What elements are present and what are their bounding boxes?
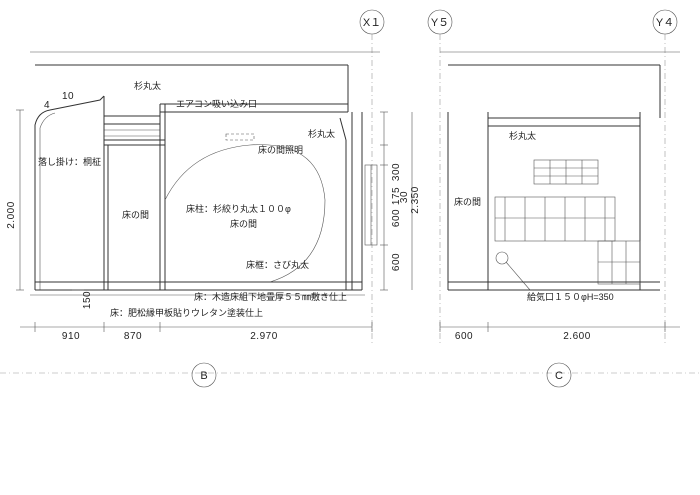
axis-label-y5: Y５ [431,17,449,29]
label-vent: 給気口１５０φH=350 [527,291,614,302]
axis-bubble-c [546,362,572,388]
axis-bubble-b [191,362,217,388]
label-floor-finish: 床：肥松縁甲板貼りウレタン塗装仕上 [110,307,263,318]
annotations: 杉丸太 エアコン吸い込み口 杉丸太 床の間照明 落し掛け：桐柾 床の間 床柱：杉… [38,80,614,318]
axis-label-b: B [200,370,207,382]
dimension-right-b: 300 175 600 600 30 2.350 [380,111,421,291]
axis-markers: X１ Y５ Y４ B C [191,9,678,388]
dim-2600: 2.600 [563,331,591,342]
dim-10: 10 [62,91,74,102]
label-sugi-right: 杉丸太 [308,128,335,139]
elevation-b [30,64,378,296]
label-toko-c: 床の間 [454,196,481,207]
label-sugi-left: 杉丸太 [134,80,161,91]
dim-2000: 2.000 [6,201,17,229]
dim-910: 910 [62,331,80,342]
elevation-c [447,64,661,291]
axis-bubble-x1 [359,9,385,35]
axis-label-x1: X１ [363,17,381,29]
dim-600a: 600 [391,209,402,227]
dimension-left: 2.000 4 10 150 [6,91,93,309]
dim-600b: 600 [391,253,402,271]
vent-symbol [495,251,509,265]
axis-label-y4: Y４ [656,17,674,29]
label-tokonoma-left: 床の間 [122,209,149,220]
dimension-bottom-b: 910 870 2.970 [20,322,373,342]
dim-4: 4 [44,100,50,111]
dim-2350: 2.350 [410,186,421,214]
dim-600c: 600 [455,331,473,342]
label-tokonoma-light: 床の間照明 [258,144,303,155]
dim-870: 870 [124,331,142,342]
label-tokobashira: 床柱：杉絞り丸太１００φ [186,203,291,214]
axis-label-c: C [555,370,563,382]
label-tokonoma-center: 床の間 [230,218,257,229]
axis-bubble-y4 [652,9,678,35]
dimension-bottom-c: 600 2.600 [439,322,680,342]
dim-175: 175 [391,187,402,205]
dim-300: 300 [391,163,402,181]
label-tokokamachi: 床框：さび丸太 [246,259,309,270]
dim-30: 30 [399,191,410,203]
label-floor-board: 床：木造床組下地畳厚５５㎜敷き仕上 [194,291,347,302]
label-sugi-c: 杉丸太 [509,130,536,141]
dim-2970: 2.970 [250,331,278,342]
label-otoshigake: 落し掛け：桐柾 [38,156,101,167]
grid-lines [0,34,700,374]
dim-150: 150 [82,291,93,309]
axis-bubble-y5 [427,9,453,35]
label-aircon: エアコン吸い込み口 [176,99,257,109]
